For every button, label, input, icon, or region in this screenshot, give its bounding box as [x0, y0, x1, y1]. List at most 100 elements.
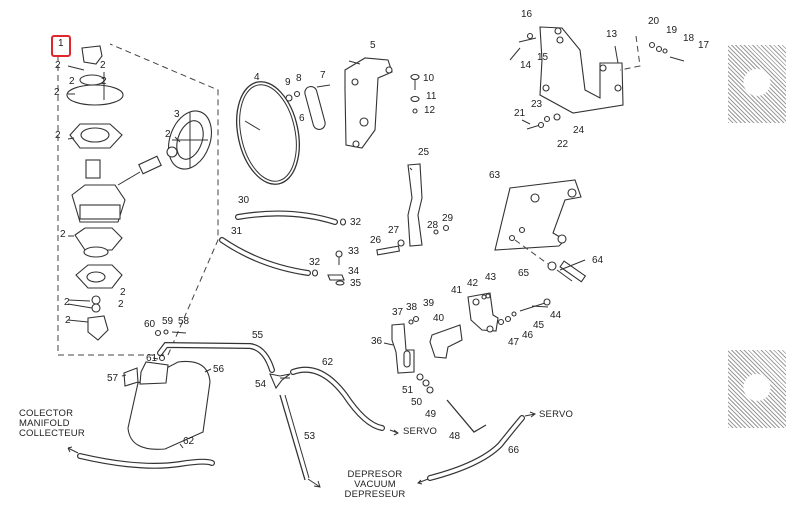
- callout-59[interactable]: 59: [162, 316, 174, 327]
- callout-62[interactable]: 62: [322, 357, 334, 368]
- callout-2[interactable]: 2: [65, 315, 71, 326]
- callout-42[interactable]: 42: [467, 278, 479, 289]
- fuel-pump-group-outline: [57, 43, 219, 356]
- callout-2[interactable]: 2: [55, 130, 61, 141]
- callout-2[interactable]: 2: [101, 76, 107, 87]
- callout-2[interactable]: 2: [69, 76, 75, 87]
- callout-27[interactable]: 27: [388, 225, 400, 236]
- callout-40[interactable]: 40: [433, 313, 445, 324]
- callout-35[interactable]: 35: [350, 278, 362, 289]
- callout-51[interactable]: 51: [402, 385, 414, 396]
- drive-belt: [236, 81, 300, 185]
- callout-21[interactable]: 21: [514, 108, 526, 119]
- callout-20[interactable]: 20: [648, 16, 660, 27]
- callout-43[interactable]: 43: [485, 272, 497, 283]
- callout-55[interactable]: 55: [252, 330, 264, 341]
- callout-64[interactable]: 64: [592, 255, 604, 266]
- callout-53[interactable]: 53: [304, 431, 316, 442]
- callout-1-highlight: [51, 35, 71, 57]
- callout-2[interactable]: 2: [64, 297, 70, 308]
- vacuum-label-en: VACUUM: [354, 478, 396, 490]
- callout-2[interactable]: 2: [54, 87, 60, 98]
- callout-19[interactable]: 19: [666, 25, 678, 36]
- callout-24[interactable]: 24: [573, 125, 585, 136]
- callout-50[interactable]: 50: [411, 397, 423, 408]
- callout-15[interactable]: 15: [537, 52, 549, 63]
- callout-45[interactable]: 45: [533, 320, 545, 331]
- fuel-pump-assembly: [66, 45, 126, 341]
- callout-33[interactable]: 33: [348, 246, 360, 257]
- callout-41[interactable]: 41: [451, 285, 463, 296]
- callout-29[interactable]: 29: [442, 213, 454, 224]
- callout-56[interactable]: 56: [213, 364, 225, 375]
- servo-label-1: SERVO: [403, 426, 438, 437]
- callout-36[interactable]: 36: [371, 336, 383, 347]
- callout-44[interactable]: 44: [550, 310, 562, 321]
- scan-artifact-bottom: [728, 350, 786, 428]
- callout-18[interactable]: 18: [683, 33, 695, 44]
- callout-23[interactable]: 23: [531, 99, 543, 110]
- callout-32[interactable]: 32: [309, 257, 321, 268]
- callout-28[interactable]: 28: [427, 220, 439, 231]
- callout-31[interactable]: 31: [231, 226, 243, 237]
- servo-label-2: SERVO: [539, 409, 574, 420]
- manifold-annotation: COLECTOR MANIFOLD COLLECTEUR: [19, 409, 85, 439]
- callout-47[interactable]: 47: [508, 337, 520, 348]
- callout-4[interactable]: 4: [254, 72, 260, 83]
- callout-62[interactable]: 62: [183, 436, 195, 447]
- callout-49[interactable]: 49: [425, 409, 437, 420]
- callout-1[interactable]: 1: [58, 38, 64, 49]
- callout-2[interactable]: 2: [60, 229, 66, 240]
- callout-39[interactable]: 39: [423, 298, 435, 309]
- manifold-label-fr: COLLECTEUR: [19, 427, 85, 439]
- hose-62-upper: [290, 366, 385, 431]
- callout-12[interactable]: 12: [424, 105, 436, 116]
- callout-2[interactable]: 2: [100, 60, 106, 71]
- callout-2-extra[interactable]: 2: [118, 299, 124, 310]
- callout-38[interactable]: 38: [406, 302, 418, 313]
- vacuum-annotation: DEPRESOR VACUUM DEPRESEUR: [340, 470, 410, 500]
- manifold-label-en: MANIFOLD: [19, 417, 70, 429]
- hose-31: [219, 237, 311, 276]
- callout-2[interactable]: 2: [55, 60, 61, 71]
- callout-5[interactable]: 5: [370, 40, 376, 51]
- callout-13[interactable]: 13: [606, 29, 618, 40]
- callout-46[interactable]: 46: [522, 330, 534, 341]
- callout-60[interactable]: 60: [144, 319, 156, 330]
- callout-37[interactable]: 37: [392, 307, 404, 318]
- callout-30[interactable]: 30: [238, 195, 250, 206]
- callout-9[interactable]: 9: [285, 77, 291, 88]
- callout-10[interactable]: 10: [423, 73, 435, 84]
- callout-16[interactable]: 16: [521, 9, 533, 20]
- callout-58[interactable]: 58: [178, 316, 190, 327]
- callout-66[interactable]: 66: [508, 445, 520, 456]
- callout-22[interactable]: 22: [557, 139, 569, 150]
- callout-6[interactable]: 6: [299, 113, 305, 124]
- callout-65[interactable]: 65: [518, 268, 530, 279]
- callout-57[interactable]: 57: [107, 373, 119, 384]
- callout-61[interactable]: 61: [146, 353, 158, 364]
- vacuum-label-es: DEPRESOR: [347, 469, 403, 480]
- callout-14[interactable]: 14: [520, 60, 532, 71]
- callout-48[interactable]: 48: [449, 431, 461, 442]
- callout-2[interactable]: 2: [120, 287, 126, 298]
- bracket-36: [391, 323, 415, 374]
- callout-7[interactable]: 7: [320, 70, 326, 81]
- bracket-13: [539, 26, 624, 114]
- manifold-label-es: COLECTOR: [19, 408, 74, 419]
- vacuum-label-fr: DEPRESEUR: [344, 488, 406, 500]
- pump-pulley: [117, 110, 212, 186]
- callout-8[interactable]: 8: [296, 73, 302, 84]
- callout-2[interactable]: 2: [165, 129, 171, 140]
- callout-63[interactable]: 63: [489, 170, 501, 181]
- callout-11[interactable]: 11: [426, 91, 437, 102]
- scan-artifact-top: [728, 45, 786, 123]
- callout-26[interactable]: 26: [370, 235, 382, 246]
- callout-25[interactable]: 25: [418, 147, 430, 158]
- callout-32[interactable]: 32: [350, 217, 362, 228]
- callout-54[interactable]: 54: [255, 379, 267, 390]
- callout-17[interactable]: 17: [698, 40, 710, 51]
- callout-34[interactable]: 34: [348, 266, 360, 277]
- callout-3[interactable]: 3: [174, 109, 180, 120]
